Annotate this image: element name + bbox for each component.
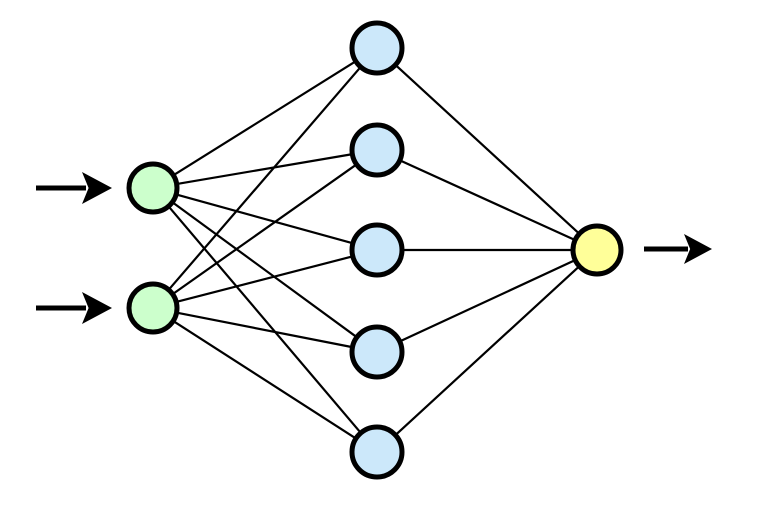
input-node-circle-1[interactable]	[126, 161, 180, 215]
hidden-node-circle-4[interactable]	[349, 324, 405, 380]
node-h3[interactable]	[349, 222, 405, 278]
edge-i2-h2	[170, 162, 359, 296]
node-i2[interactable]	[126, 281, 180, 335]
nodes-group	[126, 20, 624, 480]
edge-i1-h5	[166, 204, 363, 435]
input-arrow-top-head	[82, 172, 112, 204]
edge-i2-h3	[174, 254, 355, 304]
edge-h4-o1	[397, 258, 578, 344]
node-h4[interactable]	[349, 324, 405, 380]
edge-i1-h3	[174, 193, 355, 245]
node-h5[interactable]	[349, 424, 405, 480]
output-arrow	[644, 234, 712, 264]
edge-i2-h1	[166, 65, 363, 292]
input-arrow-bottom	[36, 292, 112, 324]
edge-h2-o1	[397, 158, 578, 242]
hidden-node-circle-1[interactable]	[349, 20, 405, 76]
output-arrow-head	[684, 234, 712, 264]
input-node-circle-2[interactable]	[126, 281, 180, 335]
edge-h1-o1	[393, 63, 582, 236]
edge-h5-o1	[393, 264, 582, 437]
edge-i2-h4	[174, 311, 355, 349]
arrows-group	[36, 172, 712, 324]
input-arrow-bottom-head	[82, 292, 112, 324]
node-h1[interactable]	[349, 20, 405, 76]
hidden-node-circle-3[interactable]	[349, 222, 405, 278]
output-node-circle-1[interactable]	[570, 223, 624, 277]
node-i1[interactable]	[126, 161, 180, 215]
edge-i1-h2	[174, 152, 355, 186]
edges-group	[166, 59, 582, 441]
edge-i1-h4	[170, 200, 359, 339]
edge-i1-h1	[171, 59, 358, 177]
node-o1[interactable]	[570, 223, 624, 277]
input-arrow-top	[36, 172, 112, 204]
node-h2[interactable]	[349, 122, 405, 178]
hidden-node-circle-5[interactable]	[349, 424, 405, 480]
hidden-node-circle-2[interactable]	[349, 122, 405, 178]
edge-i2-h5	[171, 319, 358, 441]
